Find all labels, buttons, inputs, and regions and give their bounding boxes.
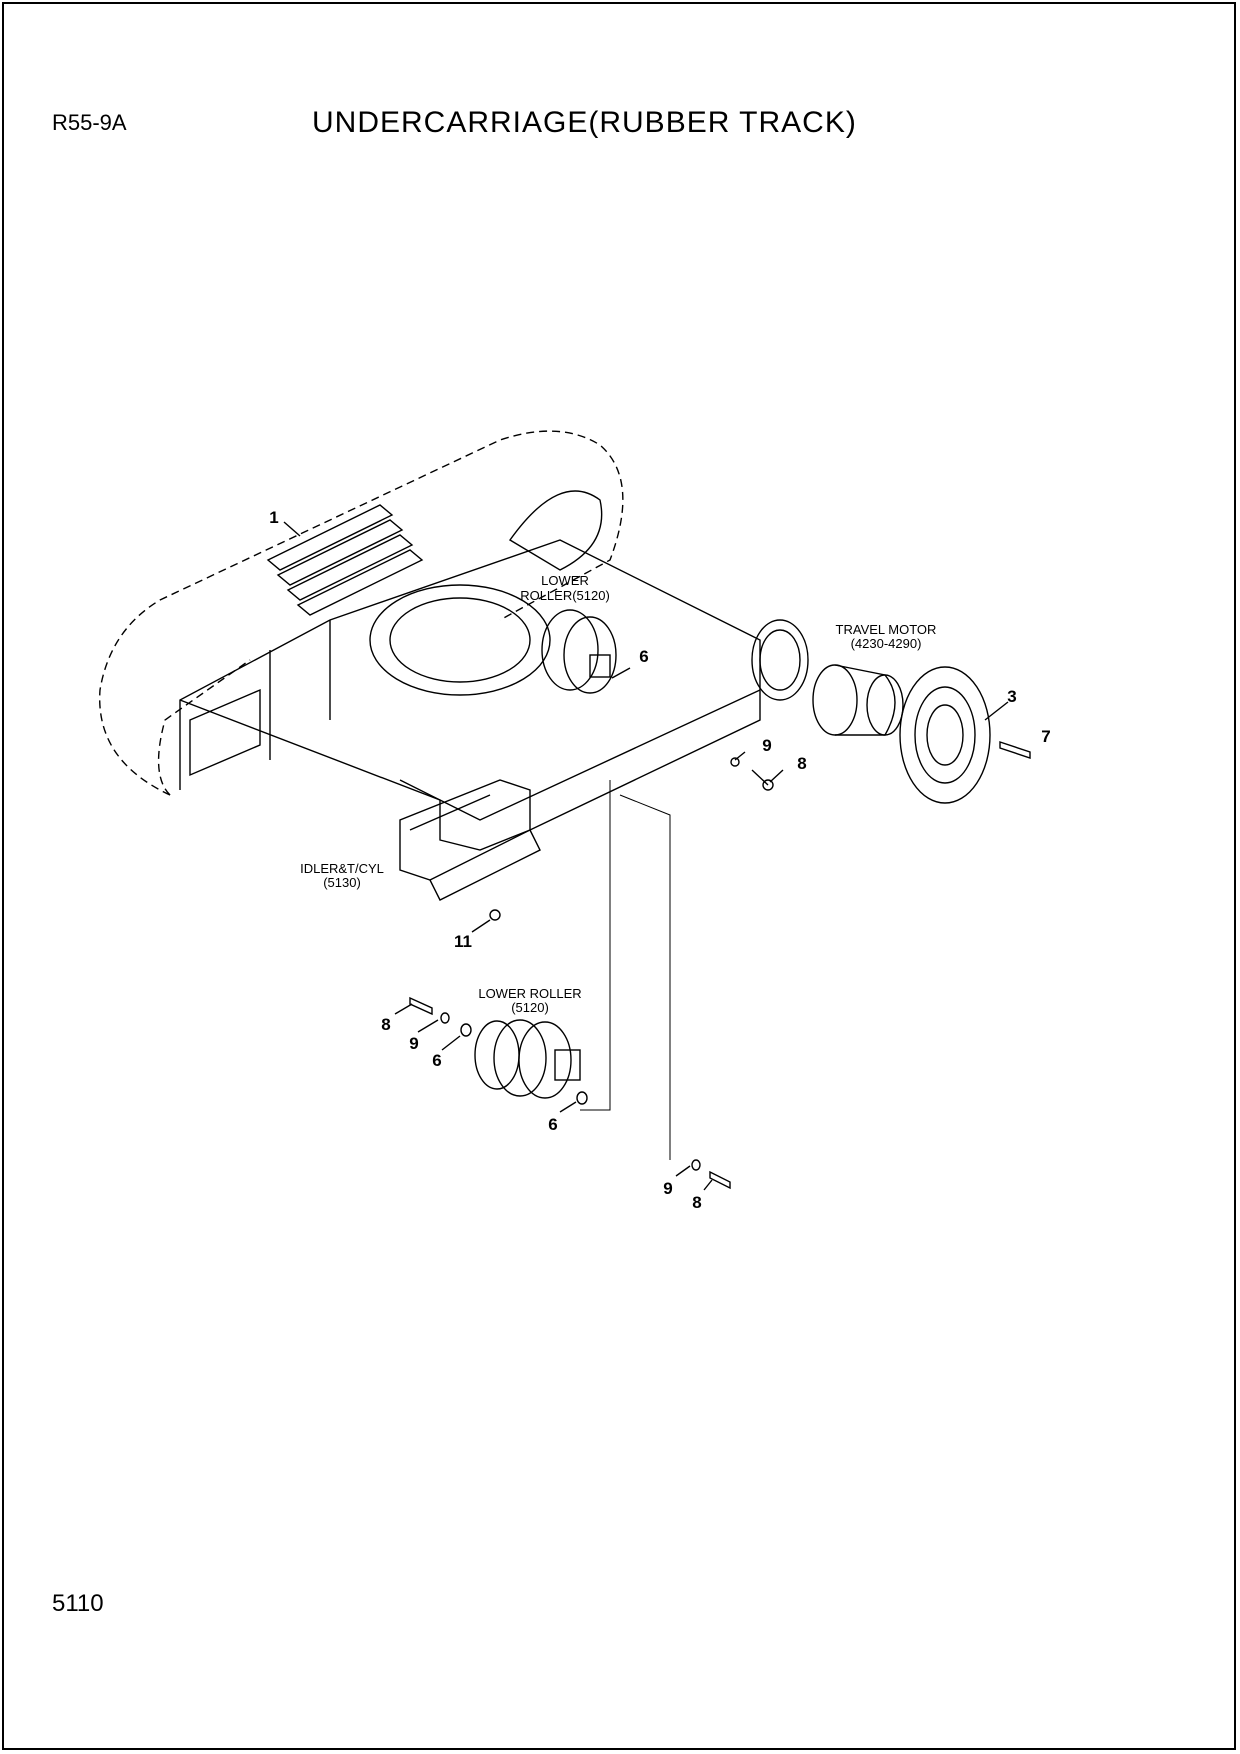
swing-ring: [369, 584, 551, 696]
rubber-track-outline: [99, 430, 624, 796]
callout-1: 1: [269, 508, 278, 527]
idler-ref-1: IDLER&T/CYL: [300, 861, 384, 876]
track-frame: [179, 539, 761, 851]
callout-9-bottom: 9: [663, 1179, 672, 1198]
lower-roller-ref-bottom-2: (5120): [511, 1000, 549, 1015]
idler-ref-2: (5130): [323, 875, 361, 890]
lower-roller-ref-bottom-1: LOWER ROLLER: [478, 986, 581, 1001]
lower-roller-ref-top-2: ROLLER(5120): [520, 588, 610, 603]
motor-mount: [751, 619, 809, 701]
sprocket: [899, 666, 991, 804]
sprocket-bolt: [999, 741, 1031, 759]
callout-9-left: 9: [409, 1034, 418, 1053]
travel-motor-ref-2: (4230-4290): [851, 636, 922, 651]
callout-7: 7: [1041, 727, 1050, 746]
callout-11: 11: [454, 932, 472, 951]
callout-8-top: 8: [797, 754, 806, 773]
callout-6-top: 6: [639, 647, 648, 666]
lower-roller-upper: [541, 609, 617, 694]
travel-motor-ref-1: TRAVEL MOTOR: [836, 622, 937, 637]
model-code: R55-9A: [52, 110, 127, 135]
track-pads: [266, 504, 424, 616]
callout-6-left: 6: [432, 1051, 441, 1070]
callout-6-bottom: 6: [548, 1115, 557, 1134]
callout-9-top: 9: [762, 736, 771, 755]
page-title: UNDERCARRIAGE(RUBBER TRACK): [312, 106, 857, 139]
callout-8-left: 8: [381, 1015, 390, 1034]
lower-roller-ref-top-1: LOWER: [541, 573, 589, 588]
travel-motor: [812, 664, 904, 736]
page-number: 5110: [52, 1590, 104, 1617]
callout-8-bottom: 8: [692, 1193, 701, 1212]
lower-roller-lower: [474, 1019, 581, 1099]
callout-3: 3: [1007, 687, 1016, 706]
